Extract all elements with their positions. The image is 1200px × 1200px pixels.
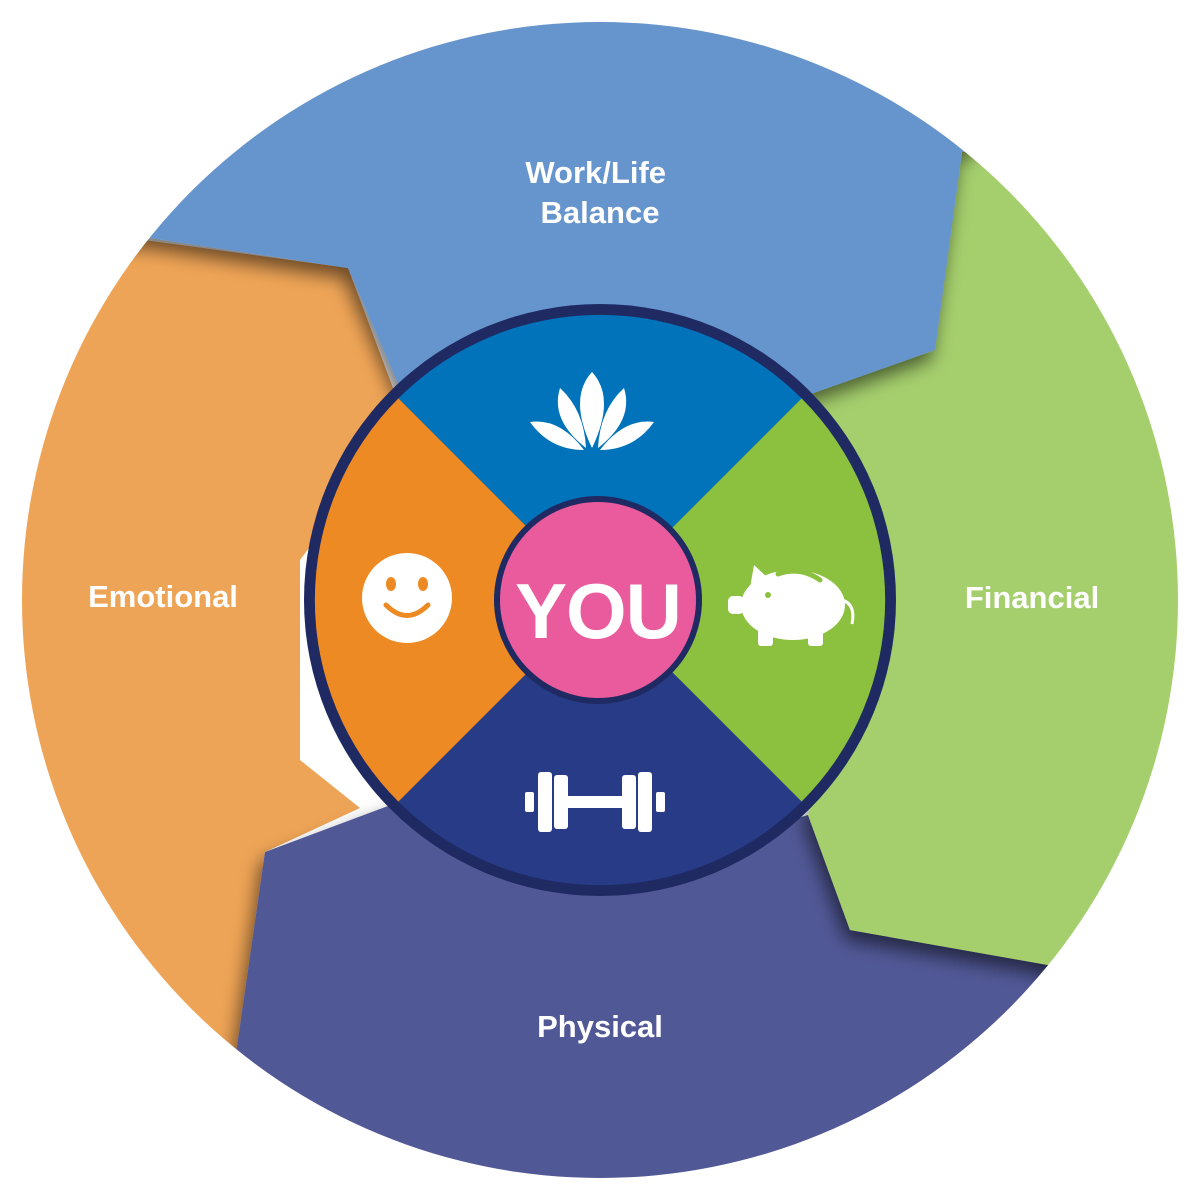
dumbbell-icon	[525, 772, 665, 832]
lotus-icon	[530, 372, 654, 450]
quadrant-physical[interactable]	[398, 600, 802, 886]
quadrant-work-life[interactable]	[398, 314, 802, 600]
center-label: YOU	[515, 567, 681, 655]
piggy-bank-icon	[728, 565, 855, 646]
quadrant-emotional[interactable]	[314, 398, 600, 802]
segment-label-emotional: Emotional	[88, 579, 238, 614]
segment-label-work-life-line-2: Balance	[541, 195, 660, 230]
segment-label-work-life: Work/Life Balance	[525, 155, 674, 230]
segment-label-physical: Physical	[537, 1009, 663, 1044]
smiley-icon	[362, 553, 452, 643]
segment-label-financial: Financial	[965, 580, 1099, 615]
center-hub[interactable]	[500, 502, 696, 698]
segment-label-work-life-line-1: Work/Life	[525, 155, 666, 190]
